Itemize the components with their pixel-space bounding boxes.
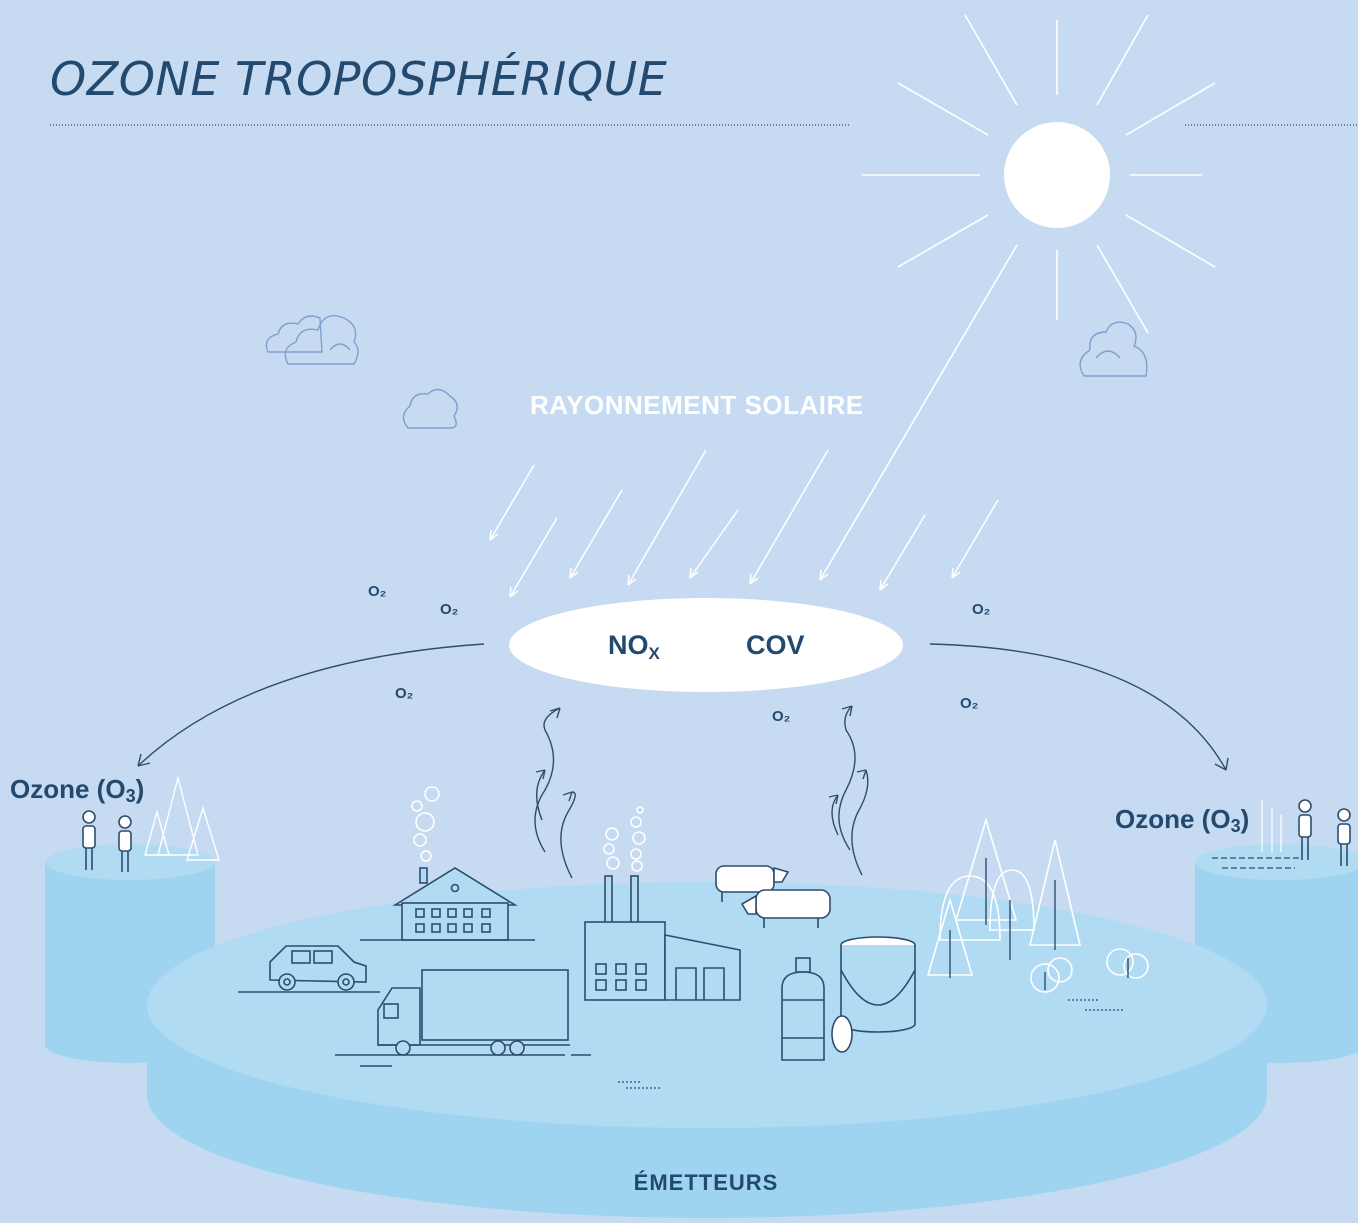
paint-bucket-icon <box>831 936 916 1053</box>
cov-label: COV <box>746 630 805 660</box>
ground-marks <box>618 999 1125 1089</box>
nox-subscript: X <box>648 644 660 663</box>
ozone-subscript: 3 <box>125 786 136 806</box>
page-title: OZONE TROPOSPHÉRIQUE <box>50 52 668 106</box>
reaction-arrows <box>137 643 1229 771</box>
o2-label: O₂ <box>772 708 791 725</box>
cloud-icon <box>265 315 359 365</box>
cloud-icon <box>1079 321 1148 377</box>
emission-arrows <box>534 705 869 879</box>
forest-trunks <box>949 858 1129 990</box>
car-icon <box>238 945 380 993</box>
house-icon <box>360 867 535 941</box>
precursor-cloud <box>509 598 903 692</box>
spray-can-icon <box>781 957 825 1061</box>
o2-label: O₂ <box>368 583 387 600</box>
wetland-icon <box>1212 800 1300 869</box>
cloud-icon <box>402 388 458 429</box>
o2-label: O₂ <box>972 601 991 618</box>
ozone-close: ) <box>135 774 145 804</box>
ozone-label-right: Ozone (O3) <box>1115 804 1249 837</box>
truck-icon <box>335 969 595 1067</box>
o2-label: O₂ <box>960 695 979 712</box>
smoke-icon <box>603 806 646 872</box>
ozone-subscript: 3 <box>1230 816 1241 836</box>
ray-arrowheads <box>489 529 961 598</box>
emitters-platform <box>147 882 1267 1218</box>
ozone-label-left: Ozone (O3) <box>10 774 144 807</box>
o2-label: O₂ <box>440 601 459 618</box>
ozone-close: ) <box>1240 804 1250 834</box>
cow-icon <box>715 865 831 928</box>
nox-main: NO <box>608 630 649 660</box>
ozone-main: Ozone (O <box>10 774 126 804</box>
sun-icon <box>819 14 1216 581</box>
people-icon <box>1298 799 1351 866</box>
solar-rays <box>489 449 999 598</box>
o2-label: O₂ <box>395 685 414 702</box>
tree-icon <box>144 775 220 861</box>
people-icon <box>82 810 132 872</box>
nox-label: NOX <box>608 630 660 664</box>
smoke-icon <box>411 786 440 862</box>
emitters-label: ÉMETTEURS <box>633 1170 779 1195</box>
ozone-main: Ozone (O <box>1115 804 1231 834</box>
solar-radiation-label: RAYONNEMENT SOLAIRE <box>530 390 864 420</box>
factory-icon <box>584 875 741 1001</box>
